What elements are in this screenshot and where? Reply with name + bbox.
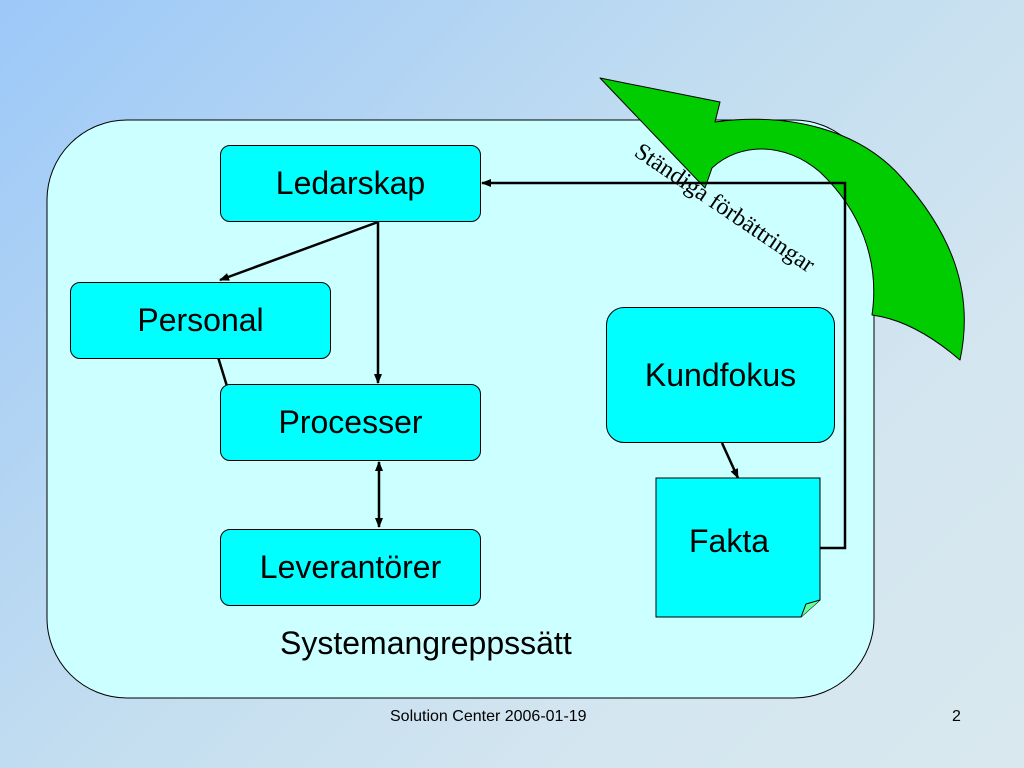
node-leverantorer: Leverantörer	[220, 529, 481, 606]
container-label: Systemangreppssätt	[280, 625, 572, 661]
page-number: 2	[952, 708, 961, 725]
connector-ledarskap-personal	[219, 220, 379, 282]
node-kundfokus: Kundfokus	[606, 307, 835, 443]
node-processer: Processer	[220, 384, 481, 461]
node-fakta-label: Fakta	[689, 523, 770, 559]
node-ledarskap: Ledarskap	[220, 145, 481, 222]
fakta-fold	[800, 599, 821, 618]
node-leverantorer-label: Leverantörer	[259, 549, 442, 585]
node-kundfokus-label: Kundfokus	[644, 356, 797, 393]
footer-text: Solution Center 2006-01-19	[390, 708, 587, 725]
node-personal-label: Personal	[137, 302, 264, 338]
node-processer-label: Processer	[278, 404, 423, 440]
node-personal: Personal	[70, 282, 331, 359]
improvement-curved-arrow	[599, 77, 965, 361]
node-ledarskap-label: Ledarskap	[275, 165, 426, 201]
connector-kundfokus-fakta	[720, 442, 740, 479]
connector-fakta-ledarskap	[481, 179, 847, 550]
